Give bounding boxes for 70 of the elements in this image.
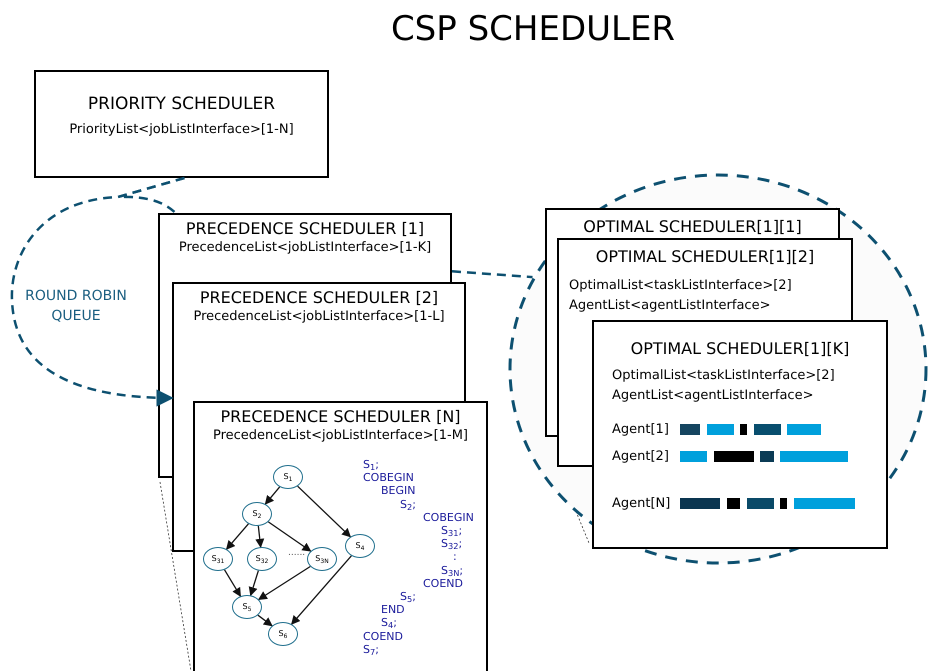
- scheduler-box: [557, 238, 853, 320]
- arrow: [248, 570, 259, 596]
- state-label: S$_{5}$: [242, 601, 252, 613]
- code-line: COEND: [363, 630, 403, 642]
- state-label: S$_{31}$: [212, 553, 224, 565]
- ellipsis: ......: [288, 547, 306, 560]
- scheduler-text: Agent[2]: [612, 449, 669, 466]
- state-label: S$_{1}$: [284, 471, 292, 483]
- arrow: [268, 521, 312, 552]
- scheduler-title: PRECEDENCE SCHEDULER [1]: [184, 219, 426, 239]
- diagram-title: CSP SCHEDULER: [390, 8, 676, 50]
- state-circle: [273, 465, 303, 489]
- dashed-zoom-ellipse: [508, 173, 928, 565]
- scheduler-title: OPTIMAL SCHEDULER[1][2]: [594, 247, 816, 267]
- scheduler-text: AgentList<agentListInterface>: [612, 388, 814, 404]
- state-circle: [345, 534, 375, 558]
- scheduler-box: [193, 401, 488, 671]
- code-line: S$_{4}$;: [381, 617, 397, 628]
- state-label: S$_{6}$: [278, 628, 288, 640]
- scheduler-text: PrecedenceList<jobListInterface>[1-M]: [212, 428, 470, 444]
- state-label: S$_{3N}$: [315, 553, 329, 565]
- scheduler-text: PriorityList<jobListInterface>[1-N]: [68, 122, 295, 138]
- code-line: S$_{31}$;: [441, 525, 462, 536]
- arrow: [224, 569, 242, 597]
- code-line: S$_{2}$;: [400, 498, 416, 510]
- scheduler-text: OptimalList<taskListInterface>[2]: [612, 368, 835, 384]
- state-circle: [307, 547, 337, 571]
- code-line: S$_{32}$;: [441, 538, 462, 550]
- code-line: :: [453, 551, 457, 562]
- scheduler-title: PRECEDENCE SCHEDULER [2]: [198, 288, 440, 308]
- code-line: COBEGIN: [363, 472, 414, 484]
- scheduler-title: OPTIMAL SCHEDULER[1][K]: [630, 339, 850, 359]
- scheduler-title: PRECEDENCE SCHEDULER [N]: [219, 407, 462, 427]
- scheduler-text: Agent[N]: [612, 496, 670, 512]
- state-circle: [247, 547, 277, 571]
- scheduler-text: AgentList<agentListInterface>: [569, 298, 770, 314]
- code-line: END: [381, 604, 405, 616]
- code-line: S$_{1}$;: [363, 459, 379, 470]
- arrow: [291, 555, 352, 625]
- state-label: S$_{32}$: [256, 553, 268, 565]
- code-line: S$_{5}$;: [400, 591, 416, 602]
- scheduler-box: [545, 208, 840, 238]
- arrow: [226, 523, 249, 550]
- arrow: [255, 526, 264, 548]
- scheduler-box: [592, 320, 888, 549]
- code-line: COBEGIN: [423, 512, 474, 523]
- scheduler-text: PrecedenceList<jobListInterface>[1-L]: [192, 309, 446, 326]
- arrow: [264, 486, 280, 505]
- code-line: S$_{7}$;: [363, 644, 379, 655]
- state-label: S$_{2}$: [252, 508, 262, 520]
- scheduler-title: OPTIMAL SCHEDULER[1][1]: [582, 217, 803, 237]
- code-line: COEND: [423, 578, 463, 589]
- state-circle: [203, 547, 233, 571]
- scheduler-box: [158, 213, 452, 282]
- state-circle: [232, 595, 262, 619]
- scheduler-text: PrecedenceList<jobListInterface>[1-K]: [178, 240, 432, 256]
- code-line: BEGIN: [381, 485, 416, 496]
- code-line: S$_{3N}$;: [441, 564, 464, 576]
- scheduler-text: Agent[1]: [612, 422, 669, 438]
- scheduler-text: OptimalList<taskListInterface>[2]: [569, 278, 792, 294]
- arrow: [258, 614, 273, 626]
- dashed-arrow: [10, 176, 185, 406]
- state-label: S$_{4}$: [356, 540, 364, 552]
- scheduler-box: [34, 70, 329, 178]
- scheduler-box: [172, 282, 466, 401]
- state-circle: [268, 622, 298, 646]
- arrow: [258, 566, 311, 600]
- state-circle: [242, 502, 272, 526]
- scheduler-title: PRIORITY SCHEDULER: [86, 94, 276, 116]
- arrow: [297, 486, 352, 538]
